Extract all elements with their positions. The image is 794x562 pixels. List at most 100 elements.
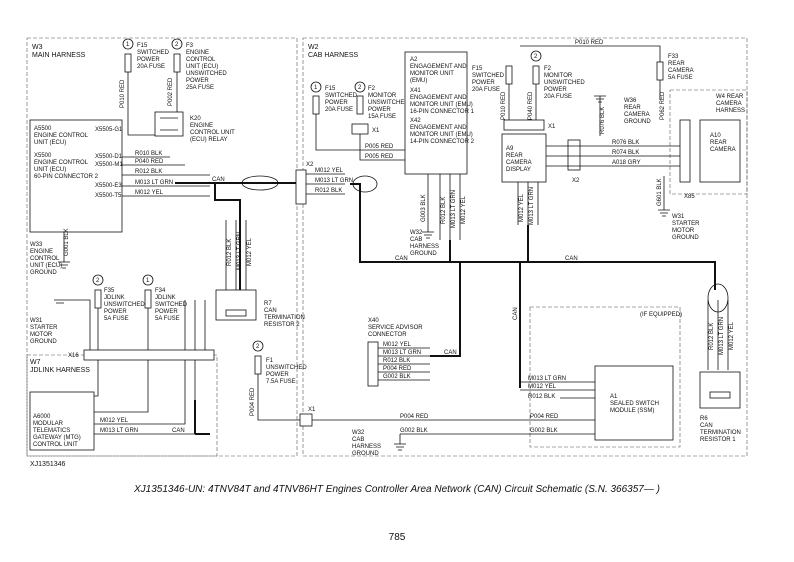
wire-m013-lt-grn-a: M013 LT GRN — [135, 180, 173, 186]
w33-label-4: UNIT (ECU) — [30, 263, 62, 269]
w31a-label-1: W31 — [30, 318, 43, 324]
f2b-label-1: F2 — [544, 66, 552, 72]
w2-name: CAB HARNESS — [308, 52, 359, 59]
w7-name: JDLINK HARNESS — [30, 367, 90, 374]
wire-m012-x40: M012 YEL — [383, 342, 412, 348]
a6000-label-1: A6000 — [33, 414, 51, 420]
wire-m013-mtg: M013 LT GRN — [100, 428, 138, 434]
cab-harness-outline — [302, 37, 748, 457]
f3-label-4: UNIT (ECU) — [186, 64, 218, 70]
x2-label: X2 — [306, 162, 314, 168]
w33-label-1: W33 — [30, 242, 43, 248]
f2a-label-1: F2 — [368, 86, 376, 92]
f1-wire — [257, 374, 300, 421]
a10-label-2: REAR — [710, 140, 727, 146]
f33-label-3: CAMERA — [668, 68, 694, 74]
w7-label: W7 — [30, 359, 41, 366]
f34-label-4: POWER — [155, 309, 178, 315]
f15b-label-3: POWER — [325, 100, 348, 106]
wire-m012-r6: M012 YEL — [729, 321, 735, 350]
w33-label-5: GROUND — [30, 270, 57, 276]
if-equipped-label: (IF EQUIPPED) — [640, 312, 682, 318]
pin-x5505-g1: X5505-G1 — [95, 127, 123, 133]
a6000-label-3: TELEMATICS — [33, 428, 70, 434]
k20-label-1: K20 — [190, 116, 201, 122]
wire-r076-blk-v: R076 BLK — [600, 107, 606, 134]
wire-r012-cab: R012 BLK — [315, 188, 342, 194]
wire-m013-r6: M013 LT GRN — [719, 317, 725, 355]
f15a-label-2: SWITCHED — [137, 50, 170, 56]
wire-r012-emu: R012 BLK — [441, 197, 447, 224]
if-equipped-outline — [529, 306, 681, 448]
x16-connector — [83, 349, 215, 361]
ssm-can-wires — [520, 381, 595, 399]
a6000-label-2: MODULAR — [33, 421, 64, 427]
x40-wires — [378, 347, 430, 381]
a1-label-2: SEALED SWITCH — [610, 401, 659, 407]
f15c-label-2: SWITCHED — [472, 73, 505, 79]
f2a-label-5: 15A FUSE — [368, 114, 396, 120]
f3-label-3: CONTROL — [186, 57, 216, 63]
f2b-label-5: 20A FUSE — [544, 94, 572, 100]
wire-m012-r7: M012 YEL — [247, 237, 253, 266]
w32a-label-3: HARNESS — [410, 244, 439, 250]
can-circuit-schematic: W3 MAIN HARNESS W2 CAB HARNESS W7 JDLINK… — [26, 37, 748, 468]
wire-p005-red: P005 RED — [365, 144, 394, 150]
a2-label-8: 16-PIN CONNECTOR 1 — [410, 109, 475, 115]
a1-label-1: A1 — [610, 394, 618, 400]
f1-label-3: POWER — [266, 372, 289, 378]
cab-power-wires — [315, 114, 405, 161]
rear-camera-harness-outline — [669, 89, 748, 195]
wire-m012-yel-a: M012 YEL — [135, 190, 164, 196]
wire-r074-blk: R074 BLK — [612, 150, 639, 156]
x40-label-2: SERVICE ADVISOR — [368, 325, 423, 331]
a1-ssm — [594, 365, 674, 441]
can-label-1: CAN — [212, 177, 225, 183]
wire-r012-blk-a: R012 BLK — [135, 169, 162, 175]
x1-bottom-connector — [299, 413, 313, 427]
wire-a018-gry: A018 GRY — [612, 160, 641, 166]
wire-p040-red-a9: P040 RED — [528, 91, 534, 120]
a2-label-4: (EMU) — [410, 78, 427, 84]
f15a-callout — [122, 38, 134, 50]
a2-label-9: X42 — [410, 118, 421, 124]
wire-r012-r6: R012 BLK — [709, 323, 715, 350]
wire-p002-red: P002 RED — [168, 77, 174, 106]
wire-m013-ssm: M013 LT GRN — [528, 376, 566, 382]
wire-p004-red-f1: P004 RED — [250, 387, 256, 416]
a2-emu — [404, 51, 468, 175]
a9-label-3: CAMERA — [506, 160, 532, 166]
f35-label-5: 5A FUSE — [104, 316, 129, 322]
w33-ground-wire — [58, 232, 70, 269]
w32b-label-3: HARNESS — [352, 444, 381, 450]
f34-label-3: SWITCHED — [155, 302, 188, 308]
x1-bottom-label: X1 — [308, 407, 316, 413]
f15c-fuse — [505, 65, 513, 85]
w31b-label-1: W31 — [672, 214, 685, 220]
a2-label-3: MONITOR UNIT — [410, 71, 454, 77]
f35-label-4: POWER — [104, 309, 127, 315]
twist-1 — [241, 175, 279, 191]
x1-top-label: X1 — [372, 128, 380, 134]
x1-camera-label: X1 — [548, 124, 556, 130]
f15a-callout-num: 1 — [126, 42, 130, 48]
can-label-ssm: CAN — [513, 307, 519, 320]
a6000-mtg — [29, 391, 95, 451]
figure-caption: XJ1351346-UN: 4TNV84T and 4TNV86HT Engin… — [134, 484, 660, 495]
a2-label-11: MONITOR UNIT (EMU) — [410, 132, 473, 138]
f15a-label-1: F15 — [137, 43, 148, 49]
wire-p062-red: P062 RED — [660, 91, 666, 120]
f2b-label-2: MONITOR — [544, 73, 573, 79]
w31a-ground — [54, 299, 91, 350]
jdlink-power-wires — [97, 300, 206, 350]
w36-label-1: W36 — [624, 98, 637, 104]
f33-label-1: F33 — [668, 54, 679, 60]
wire-m012-yel-cab: M012 YEL — [315, 168, 344, 174]
w36-ground — [594, 95, 606, 136]
a10-label-1: A10 — [710, 133, 721, 139]
r7-leads — [225, 220, 247, 290]
x1-top-connector — [351, 123, 369, 135]
ref-id: XJ1351346 — [30, 461, 66, 468]
pin-x5500-d1: X5500-D1 — [95, 154, 123, 160]
a2-label-1: A2 — [410, 57, 418, 63]
